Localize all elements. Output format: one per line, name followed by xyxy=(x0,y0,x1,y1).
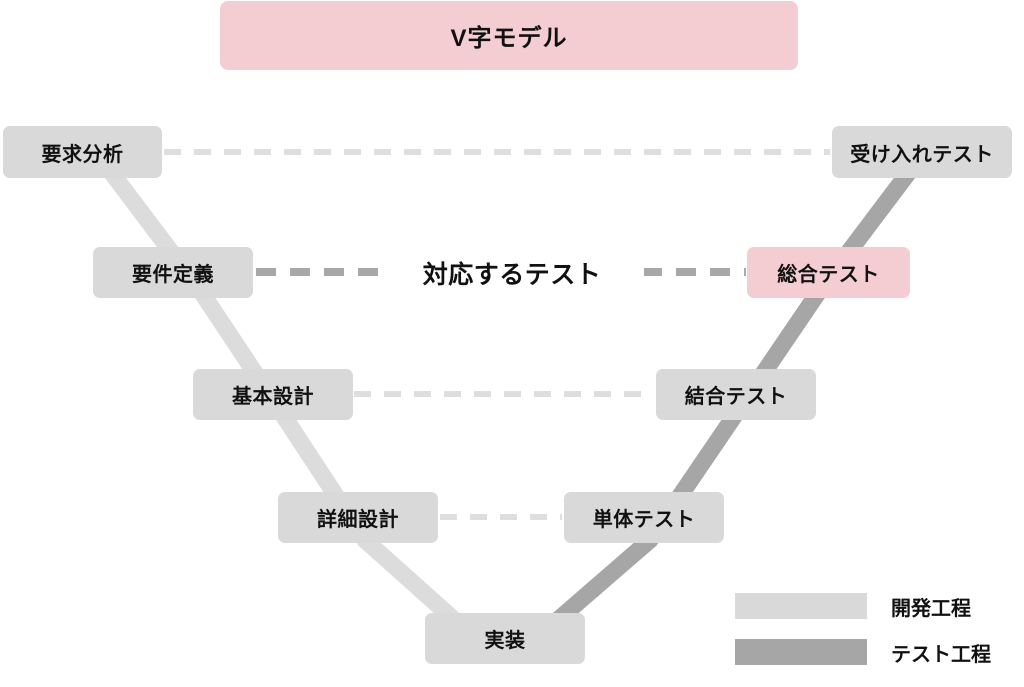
legend-row-test: テスト工程 xyxy=(735,636,1015,668)
node-label: 詳細設計 xyxy=(317,509,399,531)
node-label: 実装 xyxy=(484,630,526,652)
legend-row-development: 開発工程 xyxy=(735,590,1015,622)
center-annotation-text: 対応するテスト xyxy=(422,261,602,289)
node-system-test[interactable]: 総合テスト xyxy=(747,247,910,298)
node-requirements-definition[interactable]: 要件定義 xyxy=(93,247,253,298)
node-label: 要求分析 xyxy=(41,143,124,166)
center-annotation: 対応するテスト xyxy=(380,250,644,296)
node-label: 受け入れテスト xyxy=(850,143,994,166)
node-label: 結合テスト xyxy=(684,386,788,408)
diagram-title-banner: V字モデル xyxy=(220,1,798,70)
legend-label: 開発工程 xyxy=(891,597,971,620)
node-integration-test[interactable]: 結合テスト xyxy=(656,369,816,420)
node-label: 総合テスト xyxy=(777,264,880,286)
node-label: 単体テスト xyxy=(592,509,696,531)
node-acceptance-test[interactable]: 受け入れテスト xyxy=(832,126,1012,178)
node-basic-design[interactable]: 基本設計 xyxy=(193,369,353,420)
node-requirements-analysis[interactable]: 要求分析 xyxy=(3,126,162,178)
node-detailed-design[interactable]: 詳細設計 xyxy=(278,492,438,543)
legend-swatch-development xyxy=(735,593,867,619)
legend-label: テスト工程 xyxy=(891,643,991,666)
node-label: 要件定義 xyxy=(132,264,214,286)
diagram-title: V字モデル xyxy=(450,25,568,52)
legend: 開発工程 テスト工程 xyxy=(735,590,1015,682)
legend-swatch-test xyxy=(735,639,867,665)
node-label: 基本設計 xyxy=(232,386,314,408)
node-implementation[interactable]: 実装 xyxy=(425,613,585,664)
node-unit-test[interactable]: 単体テスト xyxy=(564,492,724,543)
